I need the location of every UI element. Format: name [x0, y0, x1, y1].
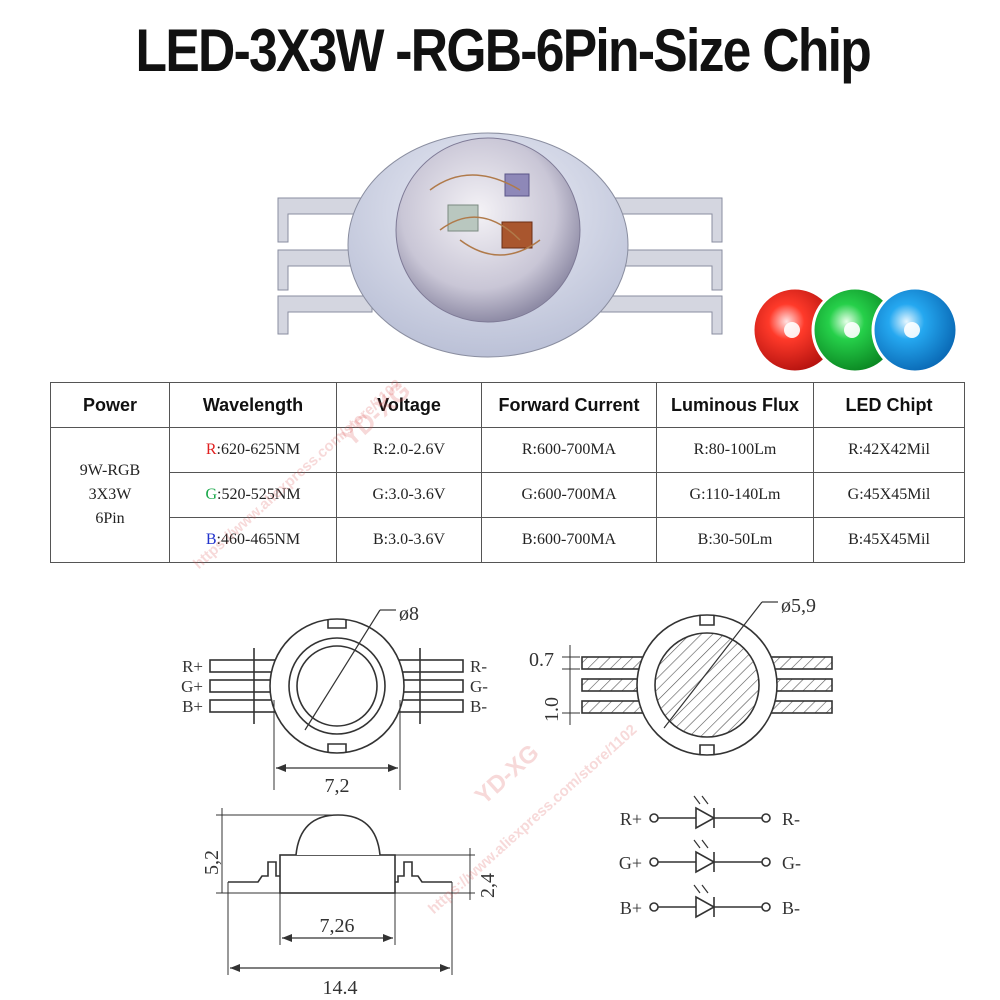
schematic-drawing: R+ G+ B+ R- G- B-	[619, 795, 801, 919]
header-voltage: Voltage	[336, 382, 482, 428]
pin-label-b-plus: B+	[182, 697, 203, 716]
diode-g	[649, 839, 771, 874]
current-cell: R:600-700MA	[481, 427, 657, 473]
pin-label-g-plus: G+	[181, 677, 203, 696]
led-dome	[395, 137, 581, 323]
table-row: 9W-RGB 3X3W 6Pin R:620-625NM R:2.0-2.6V …	[50, 427, 965, 563]
table-row: G:520-525NM G:3.0-3.6V G:600-700MA G:110…	[51, 472, 965, 518]
pin-label-b-minus: B-	[470, 697, 487, 716]
flux-cell: B:30-50Lm	[656, 517, 814, 563]
header-power: Power	[50, 382, 170, 428]
diode-r	[649, 795, 771, 830]
current-cell: B:600-700MA	[481, 517, 657, 563]
wavelength-value: :460-465NM	[216, 531, 301, 548]
diode-b	[649, 884, 771, 919]
power-line: 9W-RGB	[79, 462, 141, 479]
voltage-cell: R:2.0-2.6V	[336, 427, 482, 473]
wavelength-cell: G:520-525NM	[169, 472, 337, 518]
top-view-drawing: ø8 7,2 R+ G+ B+ R- G- B-	[181, 603, 488, 797]
table-header-row: Power Wavelength Voltage Forward Current…	[50, 382, 965, 428]
header-luminous-flux: Luminous Flux	[656, 382, 814, 428]
power-line: 6Pin	[95, 510, 125, 527]
product-photo	[277, 132, 959, 374]
voltage-cell: G:3.0-3.6V	[336, 472, 482, 518]
side-view-drawing: 5,2 2,4 7,26 14.4	[201, 808, 499, 999]
wavelength-cell: B:460-465NM	[169, 517, 337, 563]
height-label: 5,2	[201, 850, 223, 875]
pin-gap-label: 0.7	[529, 649, 554, 671]
flux-cell: R:80-100Lm	[656, 427, 814, 473]
chip-red	[501, 221, 533, 249]
chip-cell: B:45X45Mil	[813, 517, 965, 563]
blue-prefix: B	[205, 531, 217, 548]
voltage-cell: B:3.0-3.6V	[336, 517, 482, 563]
body-width-label: 7,26	[320, 915, 355, 937]
top-width-label: 7,2	[325, 775, 350, 797]
body-height-label: 2,4	[477, 873, 499, 898]
header-wavelength: Wavelength	[169, 382, 337, 428]
header-forward-current: Forward Current	[481, 382, 657, 428]
pin-label-r-minus: R-	[470, 657, 487, 676]
schematic-g-minus: G-	[782, 853, 801, 873]
schematic-r-plus: R+	[620, 809, 642, 829]
current-cell: G:600-700MA	[481, 472, 657, 518]
chip-cell: G:45X45Mil	[813, 472, 965, 518]
wavelength-value: :520-525NM	[217, 486, 301, 503]
top-diameter-label: ø8	[399, 603, 419, 625]
pin-label-r-plus: R+	[182, 657, 203, 676]
spec-table: Power Wavelength Voltage Forward Current…	[50, 382, 965, 563]
wavelength-value: :620-625NM	[216, 441, 301, 458]
schematic-b-plus: B+	[620, 898, 642, 918]
pin-label-g-minus: G-	[470, 677, 488, 696]
dimension-drawings: ø8 7,2 R+ G+ B+ R- G- B- ø5,9 0.7 1.0	[181, 595, 833, 999]
schematic-b-minus: B-	[782, 898, 800, 918]
section-diameter-label: ø5,9	[781, 595, 816, 617]
green-prefix: G	[205, 486, 217, 503]
power-line: 3X3W	[88, 486, 132, 503]
red-prefix: R	[205, 441, 217, 458]
chip-blue	[504, 173, 530, 197]
section-view-drawing: ø5,9 0.7 1.0	[529, 595, 833, 756]
wavelength-cell: R:620-625NM	[169, 427, 337, 473]
page-title: LED-3X3W -RGB-6Pin-Size Chip	[135, 17, 872, 84]
schematic-g-plus: G+	[619, 853, 642, 873]
table-row: B:460-465NM B:3.0-3.6V B:600-700MA B:30-…	[51, 517, 965, 563]
schematic-r-minus: R-	[782, 809, 800, 829]
power-cell: 9W-RGB 3X3W 6Pin	[50, 427, 170, 563]
chip-cell: R:42X42Mil	[813, 427, 965, 473]
pin-width-label: 1.0	[541, 697, 563, 722]
total-width-label: 14.4	[323, 977, 358, 999]
flux-cell: G:110-140Lm	[656, 472, 814, 518]
header-led-chip: LED Chipt	[813, 382, 965, 428]
color-led-previews	[751, 286, 959, 374]
